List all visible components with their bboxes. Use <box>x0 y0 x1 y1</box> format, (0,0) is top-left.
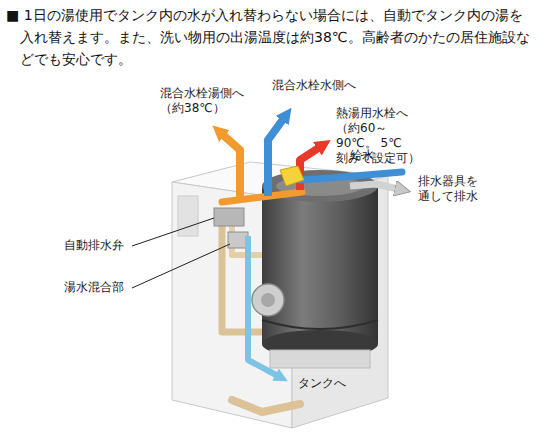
callout-label: 熱湯用水栓へ（約60～90℃。 5℃刻みで設定可） <box>336 106 420 166</box>
inner-pipe <box>222 212 262 332</box>
hot-manifold-pipe <box>222 192 302 202</box>
supply-pipe <box>300 172 402 180</box>
callout-label: 自動排水弁 <box>64 238 124 253</box>
cold-outlet-pipe <box>268 118 284 196</box>
drain-pipe <box>350 184 398 189</box>
callout-label: 給水 <box>350 148 374 163</box>
auto-drain-valve <box>214 208 244 226</box>
inner-pipe <box>232 400 300 412</box>
pump <box>252 284 284 316</box>
mixed-hot-outlet-pipe <box>222 134 240 200</box>
boiling-outlet-pipe <box>300 147 320 190</box>
pump-core <box>261 293 275 307</box>
callout-label: タンクへ <box>298 376 346 391</box>
callout-label: 排水器具を 通して排水 <box>418 174 478 204</box>
mixing-valve <box>280 166 304 186</box>
tank-stand <box>270 350 370 368</box>
leader-line <box>132 244 230 288</box>
tank-band <box>262 320 378 329</box>
leader-line <box>132 218 214 246</box>
to-tank-pipe <box>248 236 278 376</box>
cabinet-vent <box>178 196 198 236</box>
callout-label: 湯水混合部 <box>64 280 124 295</box>
tank-body <box>262 186 378 344</box>
callout-label: 混合水栓水側へ <box>272 78 356 93</box>
callout-label: 混合水栓湯側へ （約38℃） <box>160 86 244 116</box>
intro-note: ■ 1日の湯使用でタンク内の水が入れ替わらない場合には、自動でタンク内の湯を入れ… <box>6 4 536 70</box>
